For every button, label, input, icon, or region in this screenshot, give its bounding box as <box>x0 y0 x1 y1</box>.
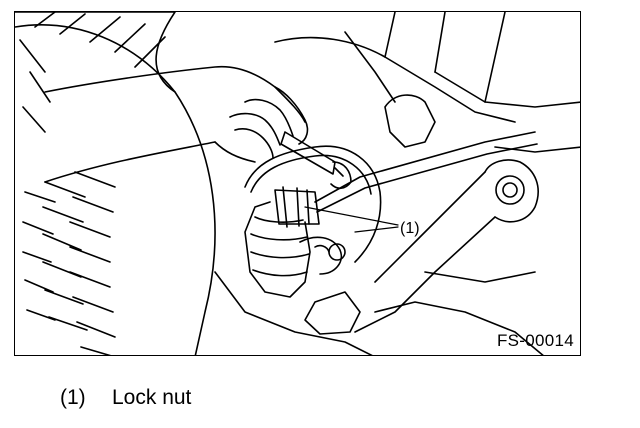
control-arm <box>354 159 539 333</box>
callout-leaders <box>304 206 399 233</box>
legend-text: Lock nut <box>112 386 192 409</box>
tie-rod-illustration: (1) <box>15 12 580 355</box>
callout-marker: (1) <box>400 220 420 237</box>
tire <box>15 12 216 355</box>
chassis-background <box>274 12 580 153</box>
lock-nut-shape <box>274 189 320 225</box>
hand <box>44 65 309 183</box>
legend-number: (1) <box>60 386 86 409</box>
legend-item: (1) Lock nut <box>60 386 191 410</box>
illustration-frame: (1) FS-00014 <box>14 11 581 356</box>
figure-code: FS-00014 <box>496 331 574 350</box>
brake-hose <box>244 145 382 263</box>
lower-suspension <box>214 271 544 355</box>
tie-rod-assembly <box>244 131 538 298</box>
